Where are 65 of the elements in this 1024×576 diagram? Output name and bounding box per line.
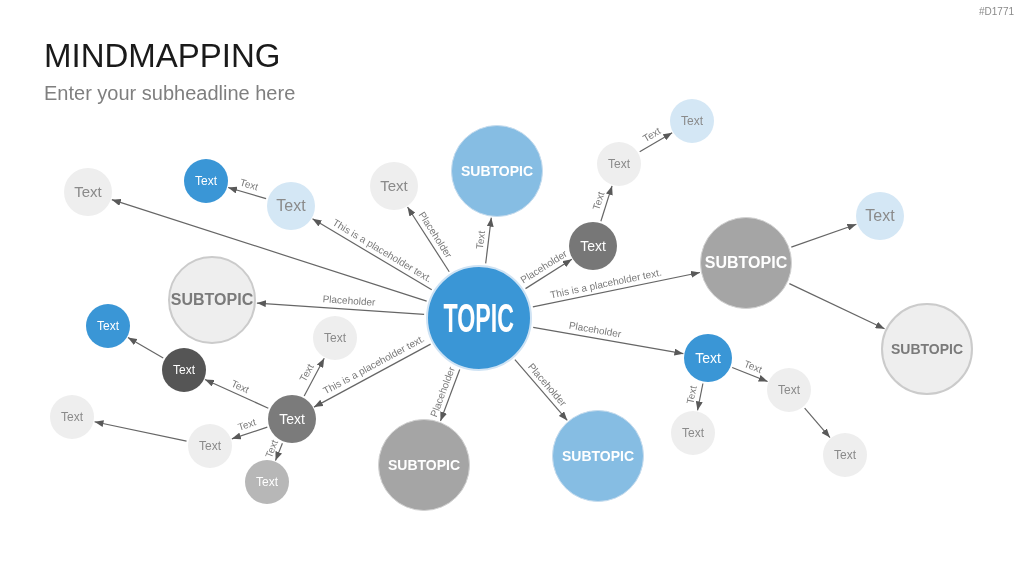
- node-label: Text: [279, 409, 305, 429]
- arrow: [256, 300, 425, 315]
- node-label: Text: [173, 362, 195, 379]
- node-label: Text: [865, 206, 895, 226]
- edge-label: Text: [685, 385, 700, 406]
- node-label: Text: [276, 196, 306, 216]
- arrow: [804, 407, 831, 439]
- arrow: [524, 258, 573, 290]
- arrow: [532, 326, 684, 356]
- arrow: [313, 343, 432, 408]
- node-label: SUBTOPIC: [387, 455, 461, 475]
- node-label: Text: [61, 409, 83, 426]
- node-label: SUBTOPIC: [561, 446, 635, 466]
- arrow: [600, 185, 613, 222]
- arrow: [406, 206, 450, 273]
- edge-label: Text: [641, 126, 663, 145]
- node-label: Text: [608, 156, 630, 173]
- node-label: SUBTOPIC: [170, 290, 254, 310]
- node-label: Text: [695, 348, 721, 368]
- node-label: Text: [380, 175, 408, 196]
- arrow: [532, 270, 701, 308]
- node-label: Text: [195, 173, 217, 190]
- arrow: [231, 426, 268, 440]
- arrow: [695, 382, 704, 412]
- node-label: SUBTOPIC: [890, 339, 964, 359]
- arrow: [227, 186, 267, 200]
- arrow: [790, 223, 857, 248]
- arrow: [788, 283, 886, 330]
- edge-label: Placeholder: [567, 320, 622, 340]
- arrow: [204, 378, 269, 409]
- edge-label: Text: [236, 417, 258, 433]
- slide-code: #D1771: [978, 7, 1014, 17]
- edge-label: Text: [742, 359, 764, 376]
- node-label: Text: [834, 447, 856, 464]
- node-label: Text: [682, 425, 704, 442]
- arrow: [303, 357, 325, 397]
- edge-label: Text: [591, 190, 607, 212]
- node-label: Text: [778, 382, 800, 399]
- edge-label: Text: [239, 178, 260, 193]
- arrow: [731, 366, 769, 383]
- arrow: [311, 218, 433, 291]
- node-label: Text: [681, 113, 703, 130]
- node-label: Text: [324, 330, 346, 347]
- edge-label: Placeholder: [322, 294, 377, 308]
- arrow: [274, 442, 283, 462]
- node-label: Text: [256, 474, 278, 491]
- arrow: [485, 217, 494, 264]
- node-label: Text: [199, 438, 221, 455]
- node-label: Text: [74, 181, 102, 202]
- arrow: [127, 336, 164, 359]
- arrow: [514, 359, 568, 421]
- subtitle: Enter your subheadline here: [44, 83, 296, 103]
- title: MINDMAPPING: [44, 39, 281, 72]
- edge-label: Text: [229, 378, 251, 395]
- arrow: [639, 132, 673, 153]
- node-label: SUBTOPIC: [704, 253, 788, 273]
- node-label: SUBTOPIC: [460, 161, 534, 181]
- node-label: TOPIC: [443, 298, 515, 338]
- arrow: [111, 199, 428, 302]
- edge-label: Text: [263, 438, 280, 460]
- edge-label: Text: [298, 363, 316, 384]
- node-label: Text: [580, 236, 606, 256]
- edge-label: Text: [474, 229, 487, 250]
- node-label: Text: [97, 318, 119, 335]
- arrow: [93, 420, 188, 442]
